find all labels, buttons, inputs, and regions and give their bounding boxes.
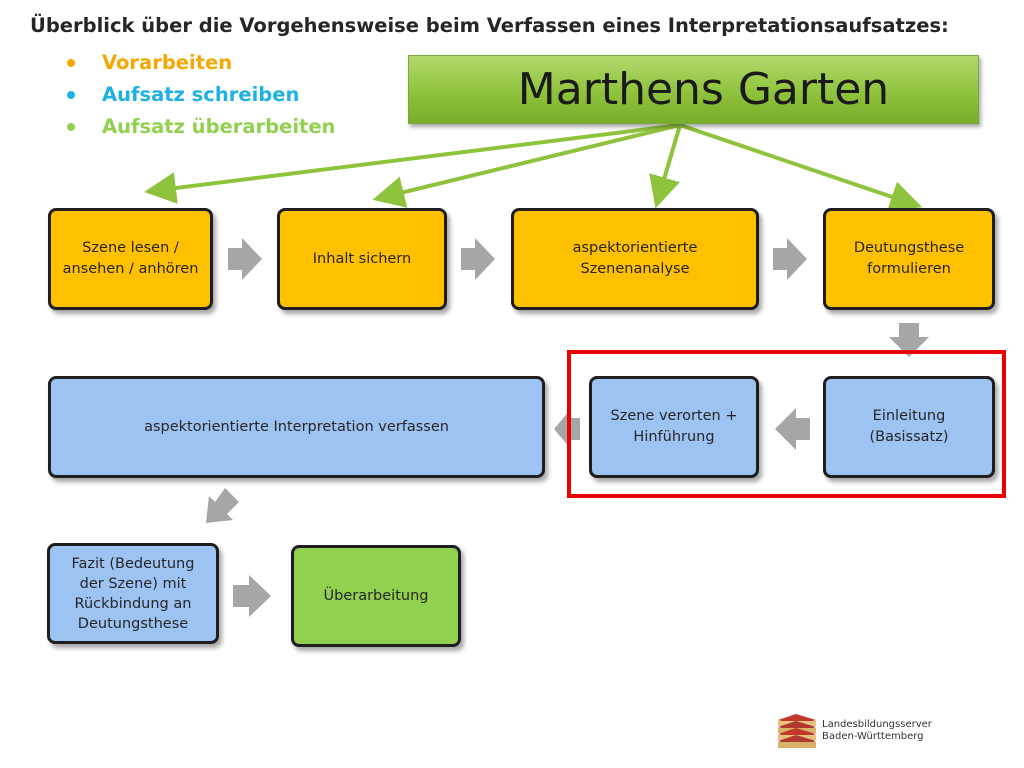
- step-deutungsthese: Deutungsthese formulieren: [823, 208, 995, 310]
- step-interpretation: aspektorientierte Interpretation verfass…: [48, 376, 545, 478]
- flow-arrows: [206, 238, 929, 617]
- step-label: aspektorientierte Interpretation verfass…: [144, 418, 449, 435]
- banner-arrow-to-deutungsthese: [679, 123, 923, 213]
- stacked-books-icon: [778, 714, 816, 748]
- title-banner-text: Marthens Garten: [517, 64, 890, 115]
- phase-list: Vorarbeiten Aufsatz schreiben Aufsatz üb…: [62, 50, 335, 146]
- banner-arrows: [144, 123, 923, 213]
- step-ueberarbeitung: Überarbeitung: [291, 545, 461, 647]
- step-fazit: Fazit (Bedeutung der Szene) mit Rückbind…: [47, 543, 219, 644]
- phase-label: Vorarbeiten: [102, 51, 233, 74]
- highlight-frame: [567, 350, 1006, 498]
- step-label: Szene lesen / ansehen / anhören: [62, 240, 199, 277]
- step-label: Überarbeitung: [323, 587, 429, 604]
- step-szene-lesen: Szene lesen / ansehen / anhören: [48, 208, 213, 310]
- bullet-icon: [67, 123, 75, 131]
- step-inhalt-sichern: Inhalt sichern: [277, 208, 447, 310]
- phase-label: Aufsatz schreiben: [102, 83, 300, 106]
- arrow-right-icon: [461, 238, 495, 280]
- banner-arrow-to-szene-lesen: [144, 123, 681, 204]
- step-label: Inhalt sichern: [312, 250, 412, 267]
- step-label: Fazit (Bedeutung der Szene) mit Rückbind…: [71, 555, 195, 632]
- banner-arrow-to-szenenanalyse: [649, 124, 682, 209]
- arrow-down-left-icon: [206, 488, 239, 523]
- arrow-left-icon: [775, 408, 810, 450]
- phase-item-aufsatz-ueberarbeiten: Aufsatz überarbeiten: [62, 114, 335, 146]
- step-label: Einleitung (Basissatz): [869, 408, 949, 445]
- slide-heading: Überblick über die Vorgehensweise beim V…: [30, 14, 949, 37]
- step-label: Szene verorten + Hinführung: [610, 408, 738, 445]
- arrow-right-icon: [773, 238, 807, 280]
- arrow-right-icon: [228, 238, 262, 280]
- arrow-down-icon: [889, 323, 929, 357]
- title-banner: Marthens Garten: [408, 55, 979, 124]
- banner-arrow-to-inhalt-sichern: [372, 123, 681, 208]
- step-einleitung: Einleitung (Basissatz): [823, 376, 995, 478]
- phase-item-aufsatz-schreiben: Aufsatz schreiben: [62, 82, 335, 114]
- step-label: aspektorientierte Szenenanalyse: [572, 240, 698, 277]
- bullet-icon: [67, 59, 75, 67]
- arrow-right-icon: [233, 575, 271, 617]
- phase-item-vorarbeiten: Vorarbeiten: [62, 50, 335, 82]
- step-szenenanalyse: aspektorientierte Szenenanalyse: [511, 208, 759, 310]
- bullet-icon: [67, 91, 75, 99]
- step-szene-verorten: Szene verorten + Hinführung: [589, 376, 759, 478]
- step-label: Deutungsthese formulieren: [853, 240, 965, 277]
- phase-label: Aufsatz überarbeiten: [102, 115, 336, 138]
- logo-text: Landesbildungsserver Baden-Württemberg: [822, 719, 932, 742]
